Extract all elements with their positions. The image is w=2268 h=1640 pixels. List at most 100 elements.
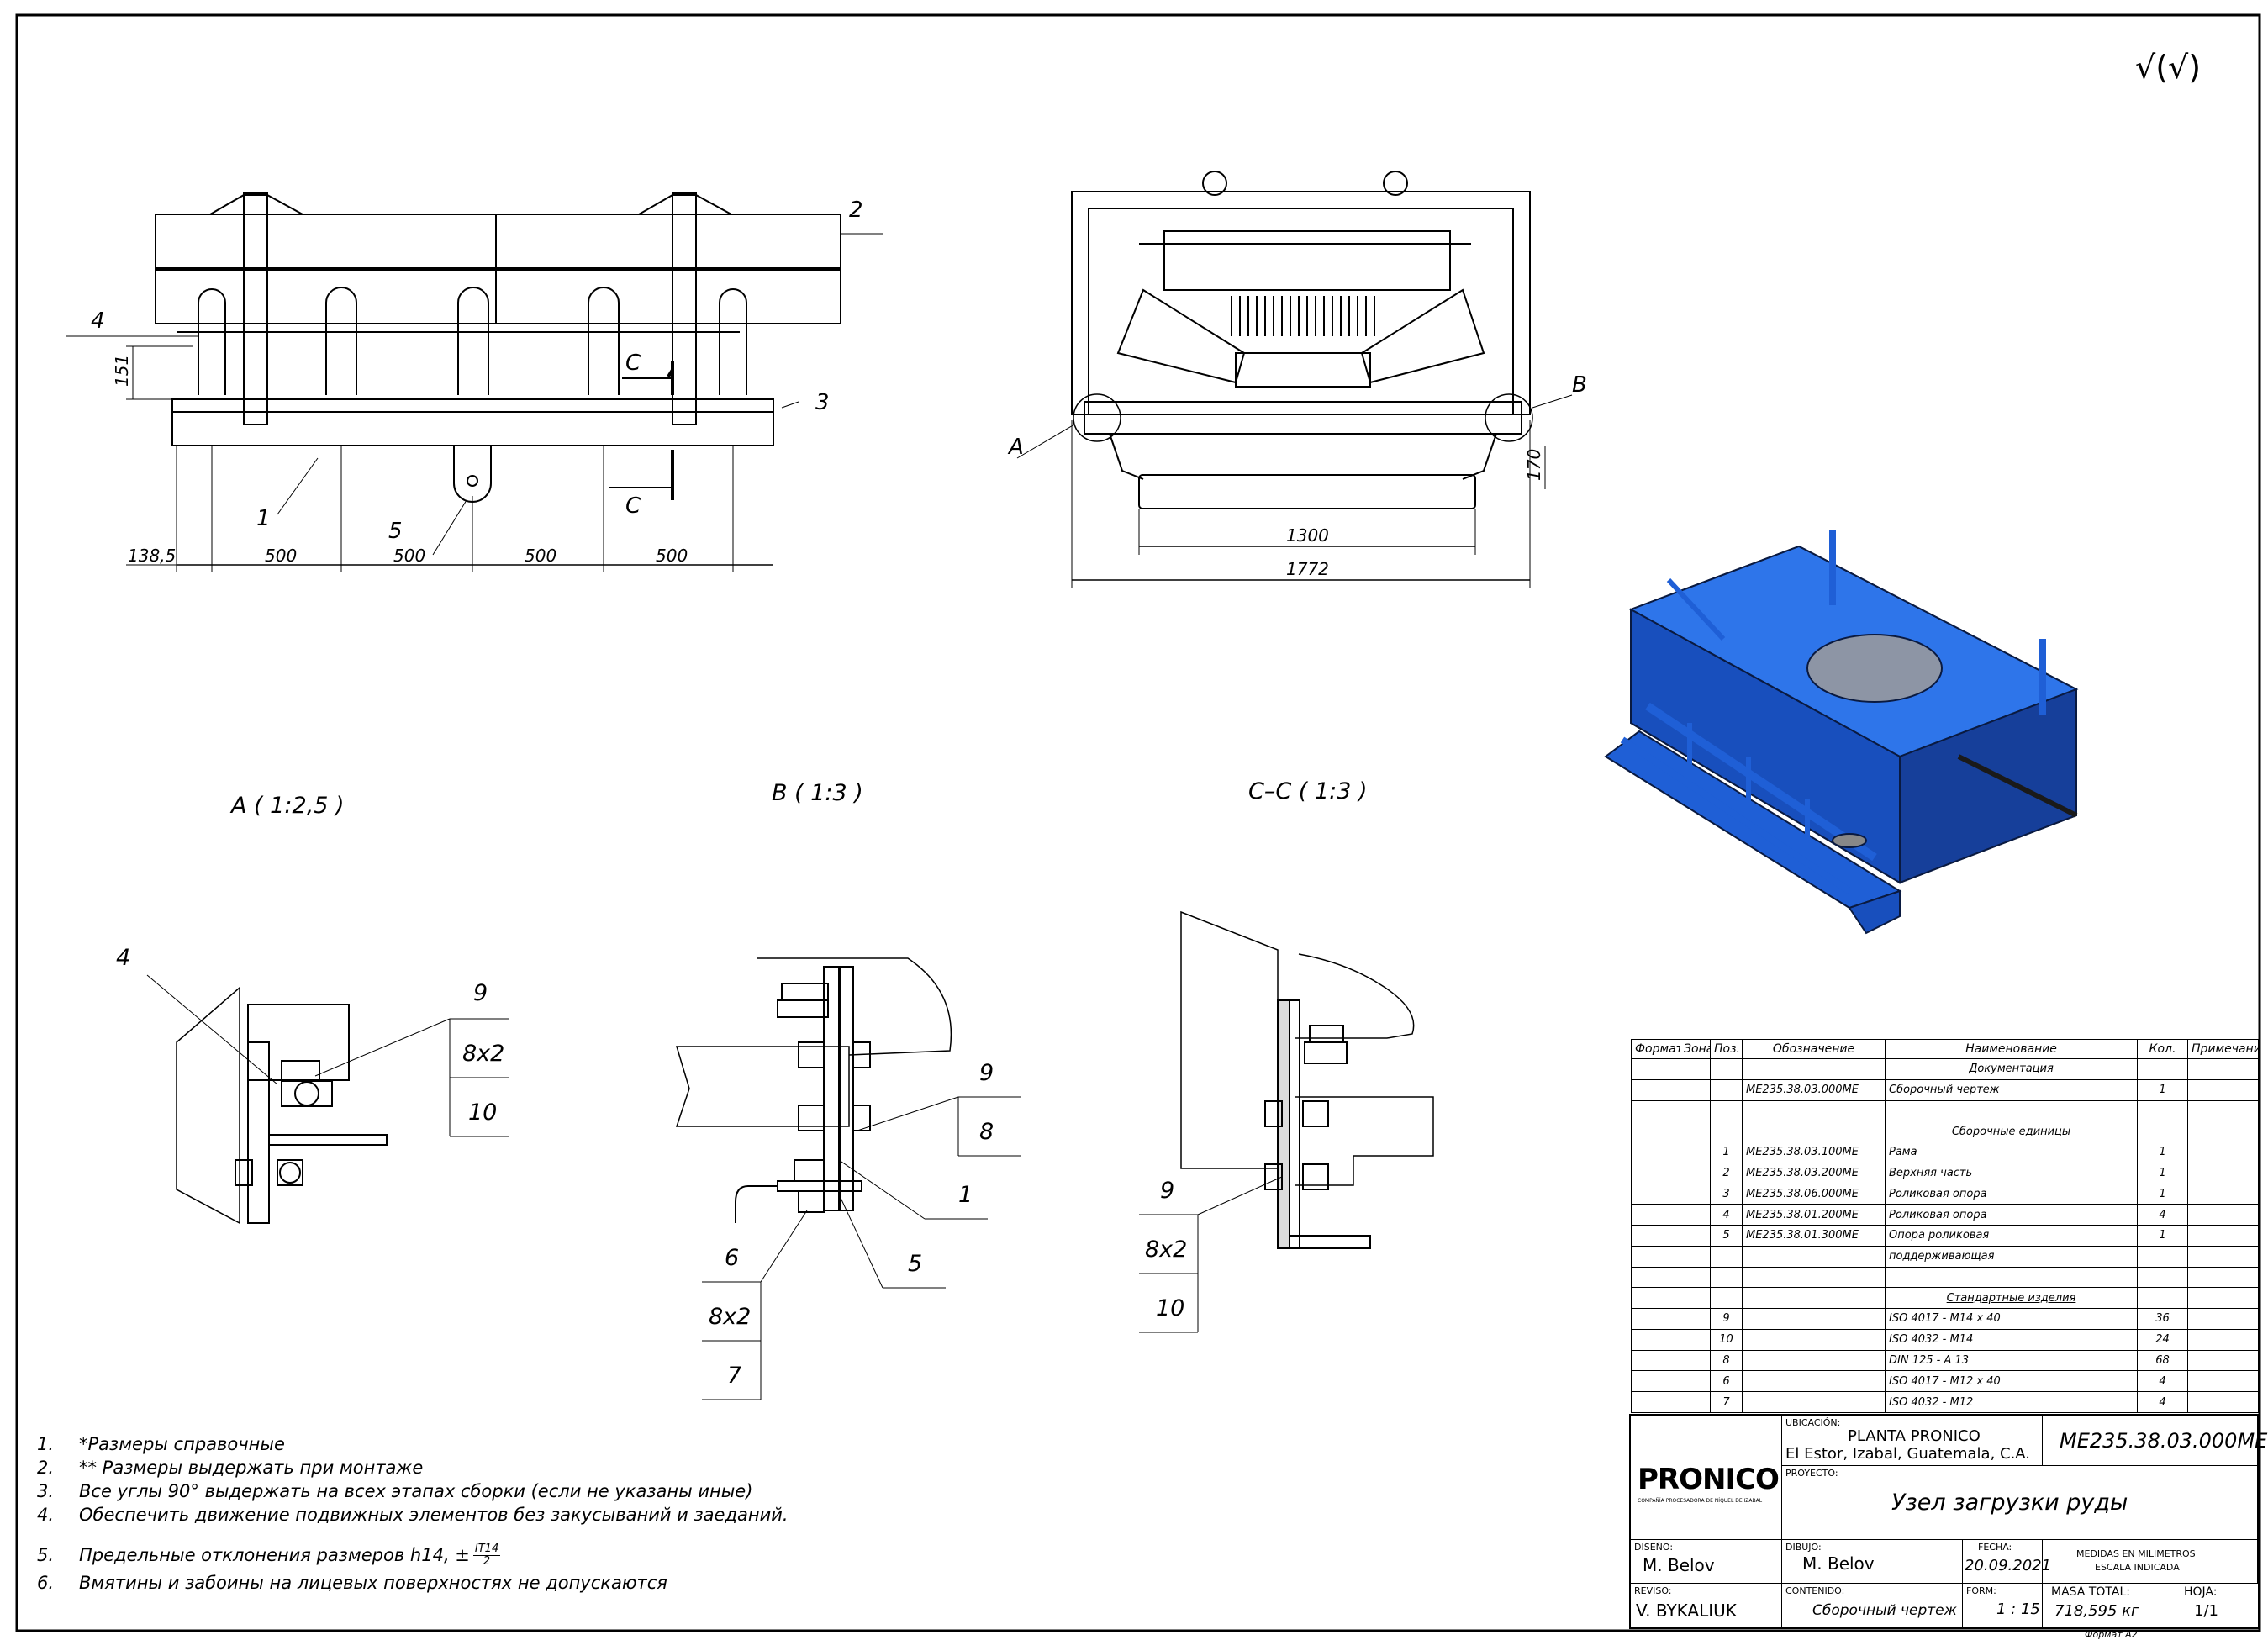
bom-cell: DIN 125 - A 13 <box>1885 1349 2138 1372</box>
bom-cell <box>1742 1328 1886 1351</box>
bom-cell: 6 <box>1710 1370 1743 1392</box>
detail-b-pos-5: 5 <box>908 1251 922 1277</box>
bom-cell <box>2137 1245 2188 1268</box>
bom-cell: 5 <box>1710 1225 1743 1247</box>
bom-cell: 4 <box>2137 1204 2188 1226</box>
section-cc-pos-8x2: 8x2 <box>1145 1237 1187 1263</box>
front-pos-2: 2 <box>849 198 863 223</box>
bom-cell: ISO 4017 - M12 x 40 <box>1885 1370 2138 1392</box>
dim-1772: 1772 <box>1286 559 1329 579</box>
bom-cell <box>1680 1204 1711 1226</box>
bom-cell <box>2187 1142 2259 1163</box>
bom-cell <box>1631 1225 1680 1247</box>
bom-cell <box>1680 1078 1711 1101</box>
bom-header: Поз. <box>1710 1039 1743 1059</box>
dim-151: 151 <box>112 355 132 387</box>
detail-b-pos-8x2: 8x2 <box>709 1304 751 1330</box>
bom-cell <box>1680 1245 1711 1268</box>
bom-cell <box>1631 1266 1680 1289</box>
bom-cell <box>1631 1099 1680 1122</box>
bom-cell: 2 <box>1710 1162 1743 1184</box>
bom-cell <box>1710 1266 1743 1289</box>
bom-cell: ME235.38.06.000ME <box>1742 1183 1886 1205</box>
bom-cell <box>2187 1162 2259 1184</box>
bom-cell: 36 <box>2137 1308 2188 1330</box>
detail-mark-b: B <box>1572 372 1587 398</box>
dim-1300: 1300 <box>1286 525 1329 546</box>
bom-cell <box>2187 1391 2259 1413</box>
bom-cell <box>1680 1349 1711 1372</box>
bom-cell <box>2137 1121 2188 1142</box>
bom-cell: 24 <box>2137 1328 2188 1351</box>
bom-cell <box>1680 1266 1711 1289</box>
detail-a-pos-4: 4 <box>116 945 130 971</box>
medidas-cell: MEDIDAS EN MILIMETROS ESCALA INDICADA <box>2043 1540 2258 1584</box>
sheet-format: Формат А2 <box>2085 1629 2138 1640</box>
detail-a-pos-8x2: 8x2 <box>462 1041 504 1067</box>
title-block: PRONICO COMPAÑÍA PROCESADORA DE NÍQUEL D… <box>1629 1414 2267 1629</box>
ubicacion-cell: UBICACIÓN: PLANTA PRONICO El Estor, Izab… <box>1782 1416 2043 1466</box>
bom-cell: 1 <box>2137 1225 2188 1247</box>
bom-cell <box>2137 1287 2188 1309</box>
section-mark-c-bottom: C <box>625 493 641 519</box>
dim-500-4: 500 <box>656 546 688 566</box>
technical-notes: 1.*Размеры справочные 2.** Размеры выдер… <box>37 1432 878 1595</box>
bom-cell: 1 <box>2137 1078 2188 1101</box>
bom-cell <box>1631 1287 1680 1309</box>
bom-cell <box>1680 1308 1711 1330</box>
note-2: 2.** Размеры выдержать при монтаже <box>37 1458 424 1478</box>
section-mark-c-top: C <box>625 351 641 376</box>
bom-cell: 4 <box>2137 1370 2188 1392</box>
bom-header: Зона <box>1680 1039 1711 1059</box>
bom-cell <box>2187 1099 2259 1122</box>
bom-cell <box>1742 1099 1886 1122</box>
bom-cell <box>1710 1058 1743 1080</box>
detail-b-drawing <box>675 957 1021 1400</box>
bom-header: Обозначение <box>1742 1039 1886 1059</box>
bom-cell <box>2137 1266 2188 1289</box>
bom-cell: 8 <box>1710 1349 1743 1372</box>
bom-cell <box>1631 1162 1680 1184</box>
bom-header: Кол. <box>2137 1039 2188 1059</box>
view-label-detail-b: B ( 1:3 ) <box>772 780 863 806</box>
bom-cell: 4 <box>1710 1204 1743 1226</box>
bom-cell: 1 <box>1710 1142 1743 1163</box>
bom-row: Документация <box>1631 1058 2259 1080</box>
surface-roughness-symbol: √(√) <box>2135 49 2202 86</box>
detail-mark-a: A <box>1007 435 1024 460</box>
detail-a-pos-10: 10 <box>468 1099 497 1126</box>
contenido-cell: CONTENIDO: Сборочный чертеж <box>1782 1584 1963 1627</box>
detail-b-pos-9: 9 <box>979 1060 994 1086</box>
isometric-view <box>1604 530 2079 935</box>
bom-cell <box>1631 1058 1680 1080</box>
dim-500-3: 500 <box>525 546 556 566</box>
front-pos-5: 5 <box>388 519 403 544</box>
bom-cell: Документация <box>1885 1058 2138 1080</box>
bom-cell <box>2187 1183 2259 1205</box>
front-view <box>66 192 883 572</box>
view-label-detail-a: A ( 1:2,5 ) <box>229 793 345 819</box>
fecha-cell: FECHA: 20.09.2021 <box>1963 1540 2051 1584</box>
note-4: 4.Обеспечить движение подвижных элементо… <box>37 1505 789 1525</box>
bom-cell: Роликовая опора <box>1885 1204 2138 1226</box>
bom-cell <box>1742 1058 1886 1080</box>
dim-500-1: 500 <box>265 546 297 566</box>
bom-cell <box>1742 1349 1886 1372</box>
bom-cell: 1 <box>2137 1142 2188 1163</box>
bom-cell <box>1710 1121 1743 1142</box>
dim-138-5: 138,5 <box>128 546 176 566</box>
form-cell: FORM: 1 : 15 <box>1963 1584 2043 1627</box>
bom-cell <box>2187 1370 2259 1392</box>
bom-cell: ISO 4032 - M12 <box>1885 1391 2138 1413</box>
bom-row: Сборочные единицы <box>1631 1121 2259 1142</box>
bom-cell <box>1680 1183 1711 1205</box>
bom-cell <box>1631 1308 1680 1330</box>
